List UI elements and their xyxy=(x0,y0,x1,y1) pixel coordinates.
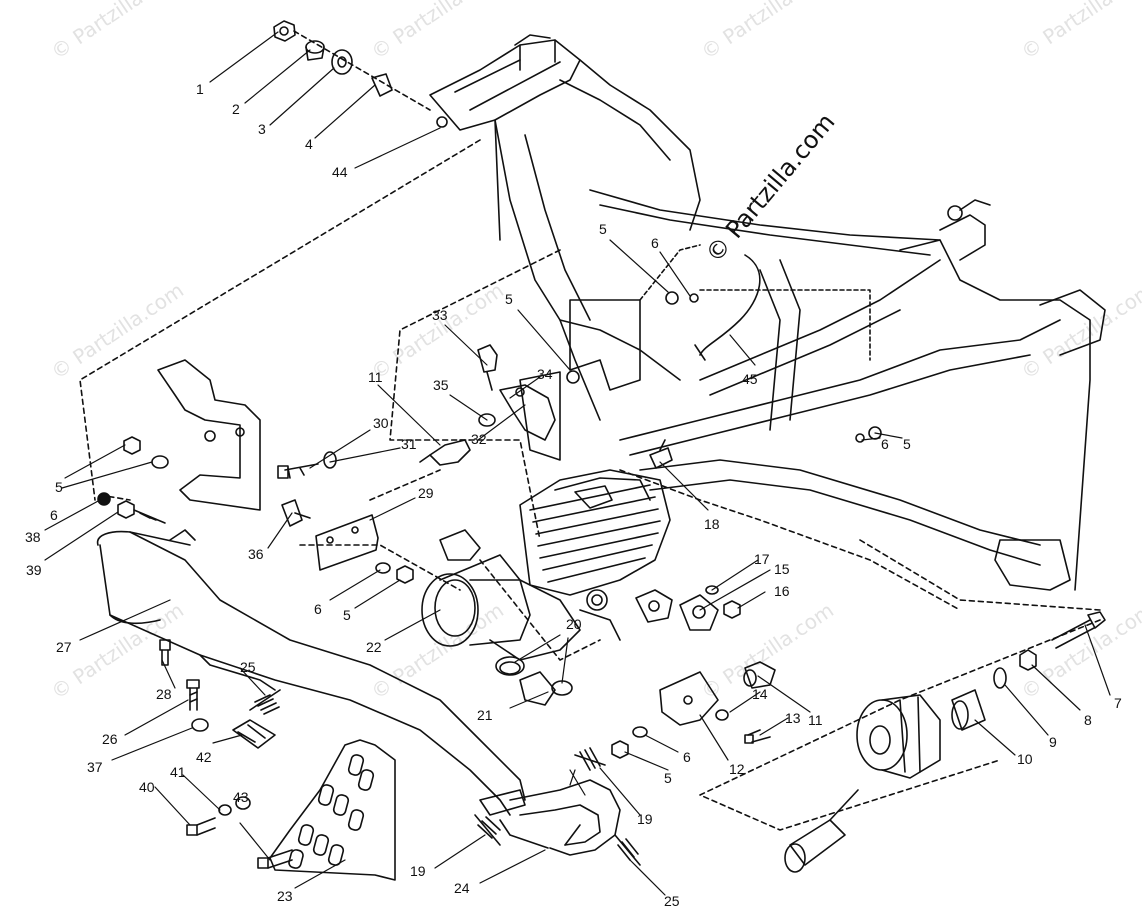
bracket-upper-left xyxy=(157,359,261,511)
callout-28: 28 xyxy=(156,686,172,702)
callout-11: 11 xyxy=(808,712,823,728)
callout-19: 19 xyxy=(637,811,653,827)
callout-6: 6 xyxy=(314,601,322,617)
callout-30: 30 xyxy=(373,415,389,431)
frame xyxy=(429,34,1106,591)
callout-8: 8 xyxy=(1084,712,1092,728)
callout-5: 5 xyxy=(599,221,607,237)
callout-34: 34 xyxy=(537,366,553,382)
callout-3: 3 xyxy=(258,121,266,137)
callout-11: 11 xyxy=(368,369,383,385)
callout-41: 41 xyxy=(170,764,186,780)
callout-21: 21 xyxy=(477,707,493,723)
callout-38: 38 xyxy=(25,529,41,545)
intake-flange xyxy=(635,585,741,631)
callout-35: 35 xyxy=(433,377,449,393)
reference-lines xyxy=(79,139,1101,831)
callout-2: 2 xyxy=(232,101,240,117)
callout-17: 17 xyxy=(754,551,770,567)
callout-45: 45 xyxy=(742,371,758,387)
callout-6: 6 xyxy=(651,235,659,251)
heat-shield xyxy=(269,739,396,881)
callout-5: 5 xyxy=(343,607,351,623)
callout-5: 5 xyxy=(505,291,513,307)
callout-26: 26 xyxy=(102,731,118,747)
callout-5: 5 xyxy=(664,770,672,786)
callout-6: 6 xyxy=(683,749,691,765)
callout-4: 4 xyxy=(305,136,313,152)
leader-lines xyxy=(44,31,1111,896)
callout-6: 6 xyxy=(881,436,889,452)
callout-22: 22 xyxy=(366,639,382,655)
callout-39: 39 xyxy=(26,562,42,578)
callout-7: 7 xyxy=(1114,695,1122,711)
callout-6: 6 xyxy=(50,507,58,523)
callout-12: 12 xyxy=(729,761,745,777)
callout-31: 31 xyxy=(401,436,417,452)
left-hardware xyxy=(97,436,169,524)
callout-33: 33 xyxy=(432,307,448,323)
callout-40: 40 xyxy=(139,779,155,795)
top-mount-hardware xyxy=(273,20,431,111)
callout-36: 36 xyxy=(248,546,264,562)
callout-43: 43 xyxy=(233,789,249,805)
springs xyxy=(249,689,641,866)
callout-16: 16 xyxy=(774,583,790,599)
callout-5: 5 xyxy=(903,436,911,452)
callout-15: 15 xyxy=(774,561,790,577)
engine-mount-plate xyxy=(277,451,414,584)
callout-25: 25 xyxy=(664,893,680,909)
callout-19: 19 xyxy=(410,863,426,879)
callout-10: 10 xyxy=(1017,751,1033,767)
callout-9: 9 xyxy=(1049,734,1057,750)
callout-18: 18 xyxy=(704,516,720,532)
callout-20: 20 xyxy=(566,616,582,632)
callout-14: 14 xyxy=(752,686,768,702)
callout-24: 24 xyxy=(454,880,470,896)
callout-13: 13 xyxy=(785,710,801,726)
callout-44: 44 xyxy=(332,164,348,180)
callout-37: 37 xyxy=(87,759,103,775)
upper-tensioner xyxy=(419,344,556,466)
callout-42: 42 xyxy=(196,749,212,765)
callout-25: 25 xyxy=(240,659,256,675)
callout-29: 29 xyxy=(418,485,434,501)
callout-27: 27 xyxy=(56,639,72,655)
drive-clutch xyxy=(611,611,1106,873)
exhaust-pipe xyxy=(499,779,621,856)
engine xyxy=(421,439,673,661)
callout-23: 23 xyxy=(277,888,293,904)
muffler xyxy=(96,529,526,816)
callout-1: 1 xyxy=(196,81,204,97)
callout-32: 32 xyxy=(471,431,487,447)
bolts-lower-left xyxy=(159,639,293,869)
callout-5: 5 xyxy=(55,479,63,495)
